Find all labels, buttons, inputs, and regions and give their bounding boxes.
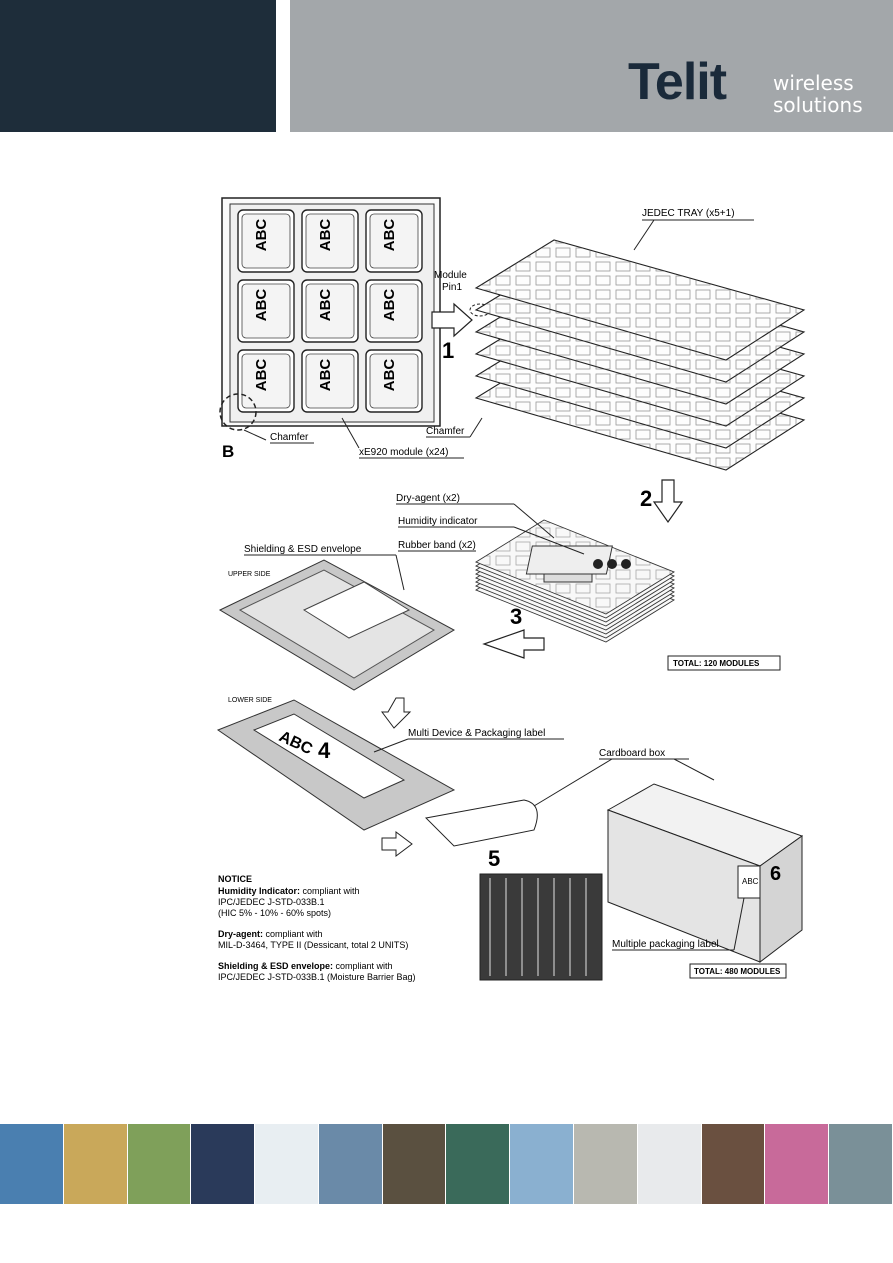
box-side xyxy=(759,835,803,964)
module-label-abc: ABC xyxy=(381,359,398,392)
chamfer-right-label: Chamfer xyxy=(426,426,465,437)
total-120-box xyxy=(667,655,781,671)
notice-dry-line2: MIL-D-3464, TYPE II (Dessicant, total 2 … xyxy=(218,940,408,950)
footer-photo-tile xyxy=(0,1124,64,1204)
footer-photo-tile xyxy=(318,1124,383,1204)
humidity-indicator-label: Humidity indicator xyxy=(398,516,478,527)
total-480-box xyxy=(689,963,787,979)
module-label-abc: ABC xyxy=(253,289,270,322)
multi-device-label: Multi Device & Packaging label xyxy=(408,728,545,739)
module-label-abc: ABC xyxy=(317,219,334,252)
cardboard-box-label: Cardboard box xyxy=(599,748,665,759)
total-120-label: TOTAL: 120 MODULES xyxy=(673,659,760,668)
module-pin1-line2: Pin1 xyxy=(442,282,462,293)
footer-photo-tile xyxy=(637,1124,702,1204)
multiple-packaging-label: Multiple packaging label xyxy=(612,939,719,950)
footer-photo-tile xyxy=(701,1124,766,1204)
logo-tagline-line2: solutions xyxy=(773,93,863,117)
module-label-abc: ABC xyxy=(381,289,398,322)
jedec-tray-stack xyxy=(474,239,806,471)
cardboard-flap xyxy=(424,799,538,847)
arrow-step-1-icon xyxy=(431,302,473,338)
notice-dry: Dry-agent: compliant with xyxy=(218,929,323,939)
total-480-label: TOTAL: 480 MODULES xyxy=(694,967,781,976)
footer-photo-tile xyxy=(63,1124,128,1204)
logo-tagline: wireless solutions xyxy=(773,72,863,116)
notice-title: NOTICE xyxy=(218,874,252,884)
header-dark-panel xyxy=(0,0,276,132)
envelope-lower-label xyxy=(252,713,406,799)
packed-tray-stack xyxy=(475,519,675,643)
step-5-number: 5 xyxy=(488,846,500,871)
footer-photo-tile xyxy=(446,1124,511,1204)
footer-photo-tile xyxy=(191,1124,256,1204)
notice-block: NOTICE Humidity Indicator: compliant wit… xyxy=(218,874,416,982)
footer-photo-tile xyxy=(382,1124,447,1204)
chamfer-left-label: Chamfer xyxy=(270,432,309,443)
hic-spot-1 xyxy=(593,559,603,569)
upper-side-label: UPPER SIDE xyxy=(228,571,271,578)
arrow-to-box-icon xyxy=(381,831,413,857)
rubber-band-label: Rubber band (x2) xyxy=(398,540,476,551)
footer-photo-strip xyxy=(0,1124,893,1204)
module-label-abc: ABC xyxy=(317,289,334,322)
module-label-abc: ABC xyxy=(381,219,398,252)
notice-shield-line2: IPC/JEDEC J-STD-033B.1 (Moisture Barrier… xyxy=(218,972,416,982)
footer-photo-tile xyxy=(510,1124,575,1204)
module-tray: ABC ABC ABC ABC ABC ABC ABC ABC ABC xyxy=(219,197,441,431)
notice-shield: Shielding & ESD envelope: compliant with xyxy=(218,961,393,971)
lower-side-label: LOWER SIDE xyxy=(228,697,272,704)
footer-photo-tile xyxy=(829,1124,893,1204)
arrow-step-2-icon xyxy=(652,479,684,524)
notice-humidity-line3: (HIC 5% - 10% - 60% spots) xyxy=(218,908,331,918)
box-label-abc: ABC xyxy=(742,877,759,886)
telit-logo: Telit wireless solutions xyxy=(628,52,863,116)
notice-humidity-line2: IPC/JEDEC J-STD-033B.1 xyxy=(218,897,325,907)
notice-humidity: Humidity Indicator: compliant with xyxy=(218,886,360,896)
b-marker: B xyxy=(222,442,234,461)
footer-photo-tile xyxy=(255,1124,319,1204)
telit-logo-mark xyxy=(628,52,778,112)
footer-photo-tile xyxy=(765,1124,830,1204)
arrow-to-lower-icon xyxy=(381,697,412,729)
chamfer-detail-circle xyxy=(219,393,257,431)
module-label-abc: ABC xyxy=(253,359,270,392)
step-1-number: 1 xyxy=(442,338,454,363)
module-pin1-line1: Module xyxy=(434,270,467,281)
jedec-tray-label: JEDEC TRAY (x5+1) xyxy=(642,208,735,219)
dry-agent-label: Dry-agent (x2) xyxy=(396,493,460,504)
header-gray-panel xyxy=(290,0,893,132)
shielding-esd-label: Shielding & ESD envelope xyxy=(244,544,362,555)
module-label-abc: ABC xyxy=(253,219,270,252)
packaging-diagram: ABC ABC ABC ABC ABC ABC ABC ABC ABC B Chamfer xE… xyxy=(216,197,806,982)
box-packaging-label xyxy=(737,865,761,899)
step-2-number: 2 xyxy=(640,486,652,511)
footer-photo-tile xyxy=(127,1124,192,1204)
packaging-figure: ABC ABC ABC ABC ABC ABC ABC ABC ABC B Chamfer xE… xyxy=(214,190,814,995)
logo-tagline-line1: wireless xyxy=(773,71,854,95)
cardboard-inner xyxy=(479,873,603,981)
module-label-abc: ABC xyxy=(317,359,334,392)
hic-spot-3 xyxy=(621,559,631,569)
arrow-step-3-icon xyxy=(482,629,545,659)
step-6-number: 6 xyxy=(770,863,781,885)
hic-spot-2 xyxy=(607,559,617,569)
xe920-module-label: xE920 module (x24) xyxy=(359,447,449,458)
step-3-number: 3 xyxy=(510,604,522,629)
footer-photo-tile xyxy=(574,1124,638,1204)
envelope-warning-label xyxy=(302,581,411,639)
logo-wordmark: Telit xyxy=(628,53,727,111)
step-4-number: 4 xyxy=(318,738,331,763)
